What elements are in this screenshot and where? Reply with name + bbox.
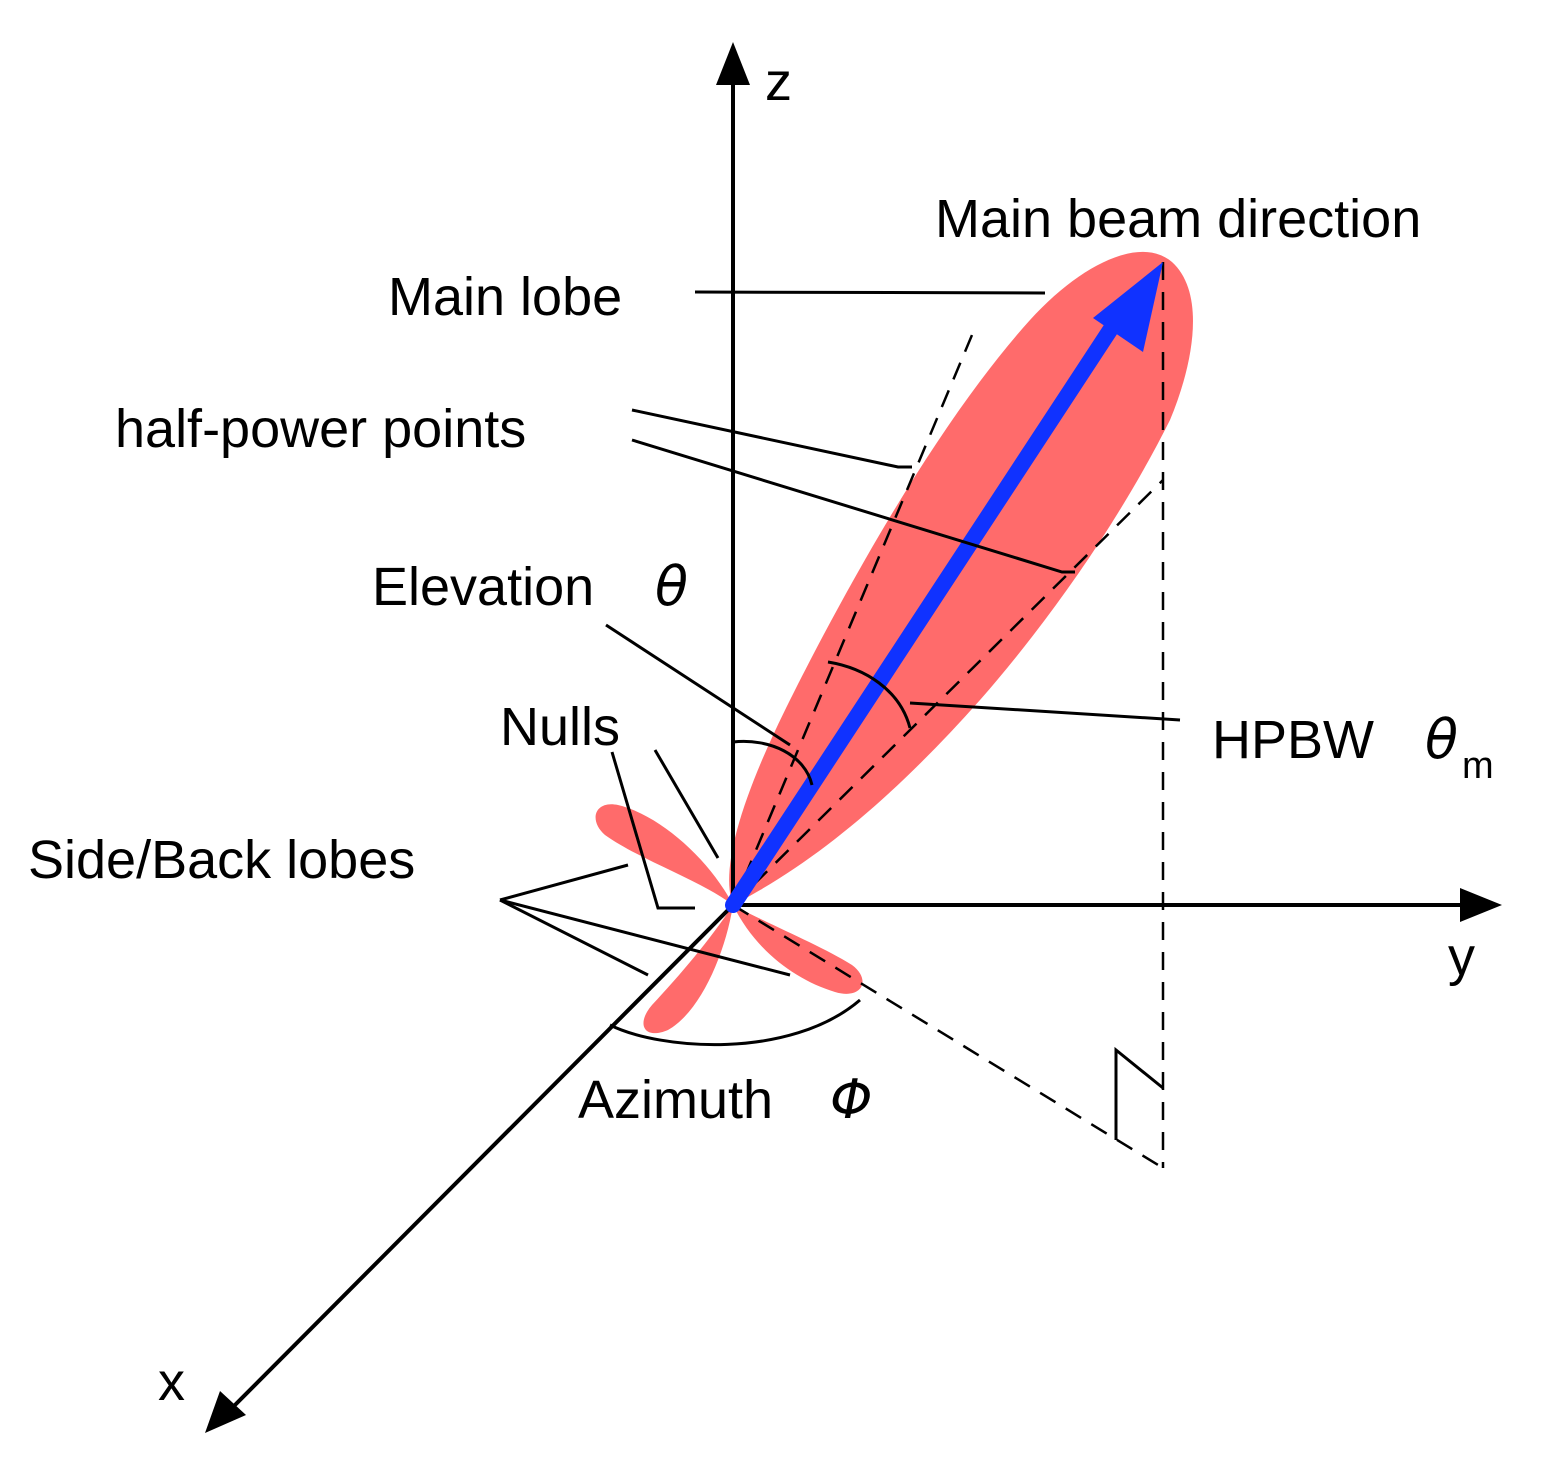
hpbw-subscript: m bbox=[1462, 745, 1494, 787]
half-power-points-label: half-power points bbox=[115, 399, 526, 459]
azimuth-label: Azimuth bbox=[578, 1070, 773, 1130]
hp-edge-lower bbox=[732, 479, 1164, 906]
z-axis-label: z bbox=[765, 52, 792, 112]
nulls-leader-1 bbox=[653, 749, 720, 859]
right-angle-marker bbox=[1114, 1046, 1164, 1140]
half-power-leader-1 bbox=[631, 408, 912, 469]
side-lobe-leader-1 bbox=[499, 863, 629, 902]
lobes bbox=[595, 251, 1193, 1034]
half-power-leader-2 bbox=[631, 438, 1075, 574]
nulls-leader-2 bbox=[610, 751, 695, 910]
side-lobe-lower-right bbox=[733, 905, 863, 994]
hpbw-symbol: θ bbox=[1425, 708, 1458, 771]
x-axis-arrowhead bbox=[205, 1391, 246, 1433]
projection-lines bbox=[731, 262, 1165, 1170]
side-lobe-leader-2 bbox=[499, 898, 649, 977]
elevation-text: Elevation bbox=[372, 557, 594, 617]
elevation-leader bbox=[605, 623, 791, 747]
angle-arcs bbox=[609, 660, 912, 1047]
side-lobe-leader-3 bbox=[499, 898, 791, 977]
azimuth-arc bbox=[609, 998, 861, 1047]
x-axis-label: x bbox=[158, 1352, 185, 1412]
back-lobe bbox=[643, 905, 733, 1034]
elevation-symbol: θ bbox=[655, 555, 688, 618]
z-axis-arrowhead bbox=[716, 42, 750, 85]
ground-projection bbox=[732, 903, 1164, 1170]
x-axis bbox=[230, 903, 735, 1410]
hpbw-leader bbox=[909, 701, 1181, 722]
text-labels: z y x Main beam direction Main lobe half… bbox=[28, 52, 1494, 1412]
axes bbox=[205, 42, 1502, 1433]
nulls-label: Nulls bbox=[500, 697, 620, 757]
side-lobe-upper-left bbox=[595, 804, 733, 905]
hpbw-arc bbox=[827, 660, 912, 729]
hpbw-label: HPBW bbox=[1212, 710, 1374, 770]
elevation-arc bbox=[732, 739, 814, 786]
main-beam-arrow bbox=[725, 262, 1163, 913]
y-axis-arrowhead bbox=[1460, 888, 1502, 922]
main-beam-direction-label: Main beam direction bbox=[935, 189, 1421, 249]
side-back-lobes-label: Side/Back lobes bbox=[28, 830, 415, 890]
main-lobe-leader bbox=[694, 290, 1046, 295]
beam-arrow-head bbox=[1093, 262, 1163, 352]
y-axis-label: y bbox=[1448, 927, 1475, 987]
beam-arrow-shaft bbox=[725, 310, 1126, 913]
hp-edge-upper bbox=[731, 334, 974, 906]
main-lobe-label: Main lobe bbox=[388, 267, 622, 327]
azimuth-symbol: Φ bbox=[830, 1068, 873, 1131]
elevation-label: Elevation bbox=[372, 557, 594, 617]
leader-lines bbox=[499, 290, 1181, 977]
